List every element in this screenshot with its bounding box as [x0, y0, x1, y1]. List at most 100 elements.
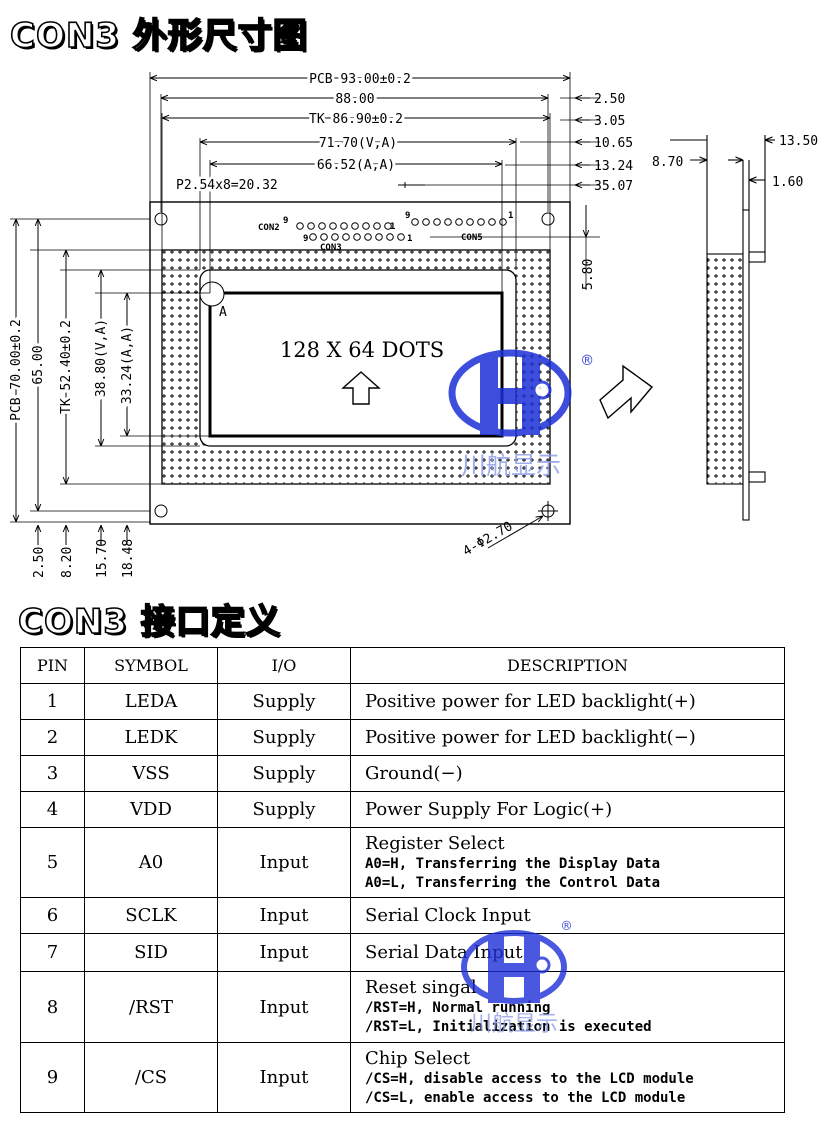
- outline-drawing: PCB 93.00±0.2 88.00 TK 86.90±0.2 71.70(V…: [9, 72, 819, 578]
- description-cell: Serial Data Input: [350, 933, 785, 972]
- interface-definition-title: CON3 接口定义: [17, 601, 281, 643]
- description-cell: Power Supply For Logic(+): [350, 791, 785, 828]
- table-header-row: PIN SYMBOL I/O DESCRIPTION: [20, 647, 785, 684]
- dim-pitch: P2.54x8=20.32: [176, 178, 278, 193]
- symbol-cell: SCLK: [84, 897, 218, 934]
- registered-mark: ®: [582, 351, 593, 371]
- header-symbol: SYMBOL: [84, 647, 218, 684]
- symbol-cell: VSS: [84, 755, 218, 792]
- dim-pcb-height: PCB 70.00±0.2: [9, 319, 24, 421]
- io-cell: Input: [217, 1042, 351, 1113]
- io-cell: Supply: [217, 791, 351, 828]
- side-view-pcb: [742, 209, 750, 521]
- watermark-text: 川航显示: [461, 451, 561, 480]
- symbol-cell: A0: [84, 827, 218, 898]
- description-cell: Positive power for LED backlight(−): [350, 719, 785, 756]
- con5-pin9: 9: [405, 211, 410, 221]
- table-row: 1 LEDA Supply Positive power for LED bac…: [20, 683, 785, 720]
- description-cell: Positive power for LED backlight(+): [350, 683, 785, 720]
- io-cell: Input: [217, 827, 351, 898]
- detail-circle-a: [199, 281, 225, 307]
- lcd-dots-text: 128 X 64 DOTS: [280, 338, 444, 362]
- description-line: /RST=L, Initialization is executed: [365, 1019, 652, 1035]
- con5-label: CON5: [461, 233, 483, 243]
- description-line: /CS=L, enable access to the LCD module: [365, 1089, 686, 1106]
- dim-right-13-24: 13.24: [594, 159, 633, 174]
- io-cell: Input: [217, 933, 351, 972]
- description-cell: Reset singal /RST=H, Normal running /RST…: [350, 971, 785, 1043]
- dim-right-10-65: 10.65: [594, 136, 633, 151]
- table-row: 2 LEDK Supply Positive power for LED bac…: [20, 719, 785, 756]
- symbol-cell: /CS: [84, 1042, 218, 1113]
- pin-definition-table: PIN SYMBOL I/O DESCRIPTION 1 LEDA Supply…: [20, 647, 785, 1113]
- table-row: 9 /CS Input Chip Select /CS=H, disable a…: [20, 1042, 785, 1113]
- io-cell: Supply: [217, 683, 351, 720]
- io-cell: Input: [217, 897, 351, 934]
- side-dim-8-70: 8.70: [652, 155, 683, 170]
- con3-label: CON3: [320, 243, 342, 253]
- con2-pin9: 9: [283, 216, 288, 226]
- mounting-hole: [154, 504, 168, 518]
- description-cell: Register Select A0=H, Transferring the D…: [350, 827, 785, 898]
- pin-cell: 7: [20, 933, 85, 972]
- pin-cell: 5: [20, 827, 85, 898]
- table-row: 7 SID Input Serial Data Input: [20, 933, 785, 972]
- dim-right-3-05: 3.05: [594, 114, 625, 129]
- description-cell: Serial Clock Input: [350, 897, 785, 934]
- table-row: 8 /RST Input Reset singal /RST=H, Normal…: [20, 971, 785, 1043]
- dim-va-height: 38.80(V,A): [94, 319, 109, 397]
- dim-bottom-8-20: 8.20: [60, 547, 75, 578]
- mounting-hole: [154, 212, 168, 226]
- dim-tk-width: TK 86.90±0.2: [309, 112, 403, 127]
- pin-cell: 4: [20, 791, 85, 828]
- pin-cell: 2: [20, 719, 85, 756]
- dim-bottom-18-48: 18.48: [121, 539, 136, 578]
- header-pin: PIN: [20, 647, 85, 684]
- detail-a-label: A: [219, 305, 227, 320]
- dim-bottom-15-70: 15.70: [95, 539, 110, 578]
- pin-cell: 9: [20, 1042, 85, 1113]
- table-row: 4 VDD Supply Power Supply For Logic(+): [20, 791, 785, 828]
- dim-right-2-50: 2.50: [594, 92, 625, 107]
- mounting-hole: [541, 212, 555, 226]
- con3-pin1: 1: [407, 234, 412, 244]
- con2-pads: [296, 222, 392, 230]
- description-line: /CS=H, disable access to the LCD module: [365, 1070, 694, 1087]
- con5-pin1: 1: [508, 211, 513, 221]
- con2-pin1: 1: [390, 222, 395, 232]
- pin-cell: 6: [20, 897, 85, 934]
- symbol-cell: LEDA: [84, 683, 218, 720]
- watermark-logo: 川航显示 ®: [448, 349, 593, 480]
- io-cell: Supply: [217, 755, 351, 792]
- table-row: 3 VSS Supply Ground(−): [20, 755, 785, 792]
- symbol-cell: SID: [84, 933, 218, 972]
- up-arrow-icon: [341, 371, 381, 405]
- side-dim-13-50: 13.50: [779, 134, 818, 149]
- side-view-body: [706, 253, 744, 485]
- pin-cell: 3: [20, 755, 85, 792]
- description-cell: Chip Select /CS=H, disable access to the…: [350, 1042, 785, 1113]
- viewing-area: [199, 269, 517, 447]
- symbol-cell: /RST: [84, 971, 218, 1043]
- side-dim-1-60: 1.60: [772, 175, 803, 190]
- header-io: I/O: [217, 647, 351, 684]
- dim-bottom-2-50: 2.50: [32, 547, 47, 578]
- dim-right-35-07: 35.07: [594, 179, 633, 194]
- outline-drawing-title: CON3 外形尺寸图: [9, 15, 308, 57]
- description-line: A0=H, Transferring the Display Data: [365, 855, 661, 872]
- con3-pin9: 9: [303, 234, 308, 244]
- hole-note: 4-Φ2.70: [461, 519, 516, 559]
- description-cell: Ground(−): [350, 755, 785, 792]
- pcb-outline: [149, 201, 571, 525]
- dim-aa-width: 66.52(A,A): [317, 158, 395, 173]
- dim-88: 88.00: [335, 92, 374, 107]
- io-cell: Input: [217, 971, 351, 1043]
- pin-cell: 1: [20, 683, 85, 720]
- io-cell: Supply: [217, 719, 351, 756]
- header-description: DESCRIPTION: [350, 647, 785, 684]
- description-line: /RST=H, Normal running: [365, 1000, 551, 1016]
- dim-right-5-80: 5.80: [581, 259, 596, 290]
- pin-cell: 8: [20, 971, 85, 1043]
- con2-label: CON2: [258, 223, 280, 233]
- dim-pcb-width: PCB 93.00±0.2: [309, 72, 411, 87]
